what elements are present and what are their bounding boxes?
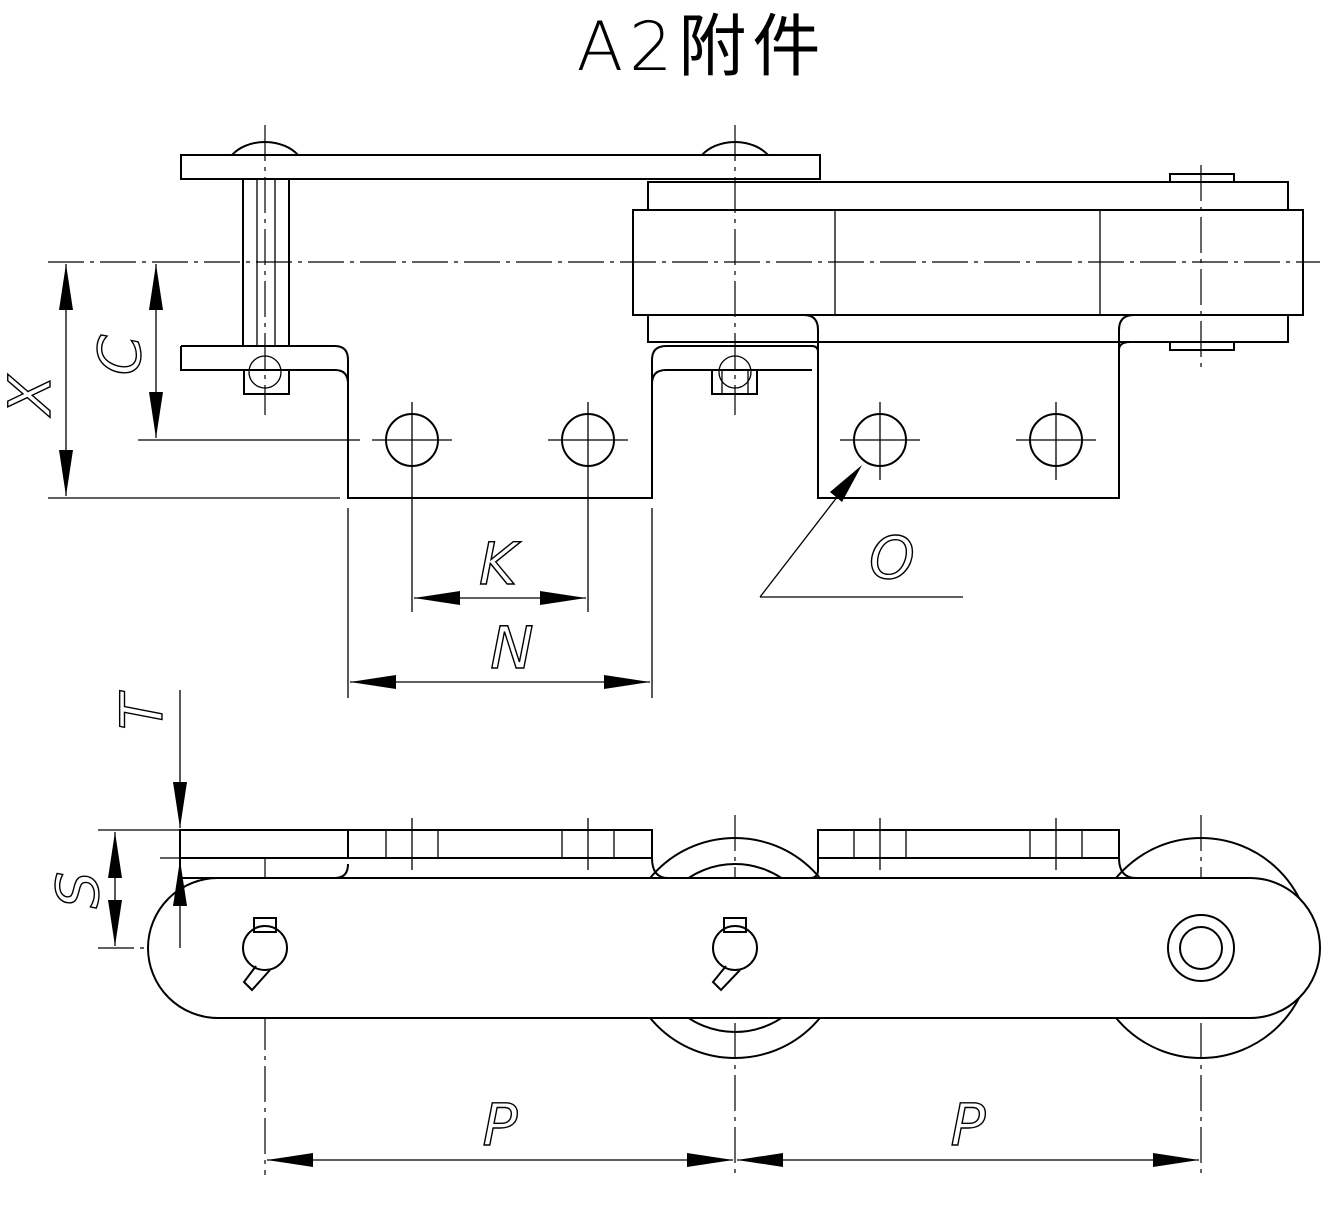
attachment-plate-left (180, 345, 819, 499)
attachment-holes (372, 402, 1096, 480)
pin-head-bottom (1169, 341, 1235, 351)
side-top-plate-left (179, 829, 349, 859)
p2-arrow-left (737, 1153, 783, 1167)
side-attachment-plate-2 (817, 829, 1120, 859)
c-arrow-bottom (149, 392, 163, 438)
s-arrow-top (108, 832, 122, 878)
side-attach-2-curve-l (809, 858, 819, 879)
t-arrow-bottom (173, 860, 187, 906)
outer-plate-left (180, 154, 821, 180)
drawing-title: A2附件 (576, 8, 827, 87)
side-pin-1 (242, 925, 288, 971)
attachment-plate-right (803, 314, 1135, 499)
retainer-left-circle (248, 355, 282, 389)
inner-plate-lower (647, 314, 1289, 343)
side-pin-3-outer (1167, 914, 1235, 982)
side-holes (385, 818, 1083, 870)
c-arrow-top (149, 264, 163, 310)
top-view: X C K N O (0, 125, 1320, 698)
p2-arrow-right (1153, 1153, 1199, 1167)
label-p1: P (483, 1091, 518, 1159)
roller-arc-1 (231, 141, 299, 156)
side-link-plate (147, 877, 1321, 1019)
n-arrow-left (350, 675, 396, 689)
p1-arrow-right (687, 1153, 733, 1167)
side-attachment-plate-1 (347, 829, 653, 859)
label-k: K (479, 530, 521, 598)
retainer-mid-circle (718, 355, 752, 389)
side-view: T S P P (43, 689, 1321, 1175)
p1-arrow-left (267, 1153, 313, 1167)
side-attach-1-curve (651, 857, 669, 879)
label-s: S (44, 872, 112, 909)
pin-head-top (1169, 173, 1235, 183)
side-pin-3-inner (1179, 926, 1223, 970)
roller-arc-2 (701, 141, 769, 156)
label-o: O (869, 524, 915, 592)
label-n: N (490, 614, 533, 682)
label-p2: P (951, 1091, 986, 1159)
x-arrow-top (59, 264, 73, 310)
retainer-left (243, 369, 290, 395)
x-arrow-bottom (59, 450, 73, 496)
side-pin-2-key (723, 917, 747, 933)
o-leader-arrow (830, 465, 862, 502)
label-t: T (108, 690, 176, 730)
k-arrow-left (414, 591, 460, 605)
side-pin-2 (712, 925, 758, 971)
side-pin-1-key (253, 917, 277, 933)
side-attach-2-curve-r (1118, 857, 1137, 879)
side-top-plate-left-curve (179, 858, 349, 879)
label-x: X (0, 374, 64, 418)
attachment-plate-right-inner (1118, 341, 1131, 351)
t-arrow-top (173, 782, 187, 828)
attachment-wing-left-inner (651, 369, 812, 385)
n-arrow-right (604, 675, 650, 689)
retainer-mid (711, 369, 758, 395)
k-arrow-right (540, 591, 586, 605)
side-pin-2-cotter (711, 965, 741, 992)
side-pin-1-cotter (242, 965, 271, 992)
label-c: C (86, 334, 154, 375)
s-arrow-bottom (108, 900, 122, 946)
inner-plate-right (647, 181, 1289, 211)
